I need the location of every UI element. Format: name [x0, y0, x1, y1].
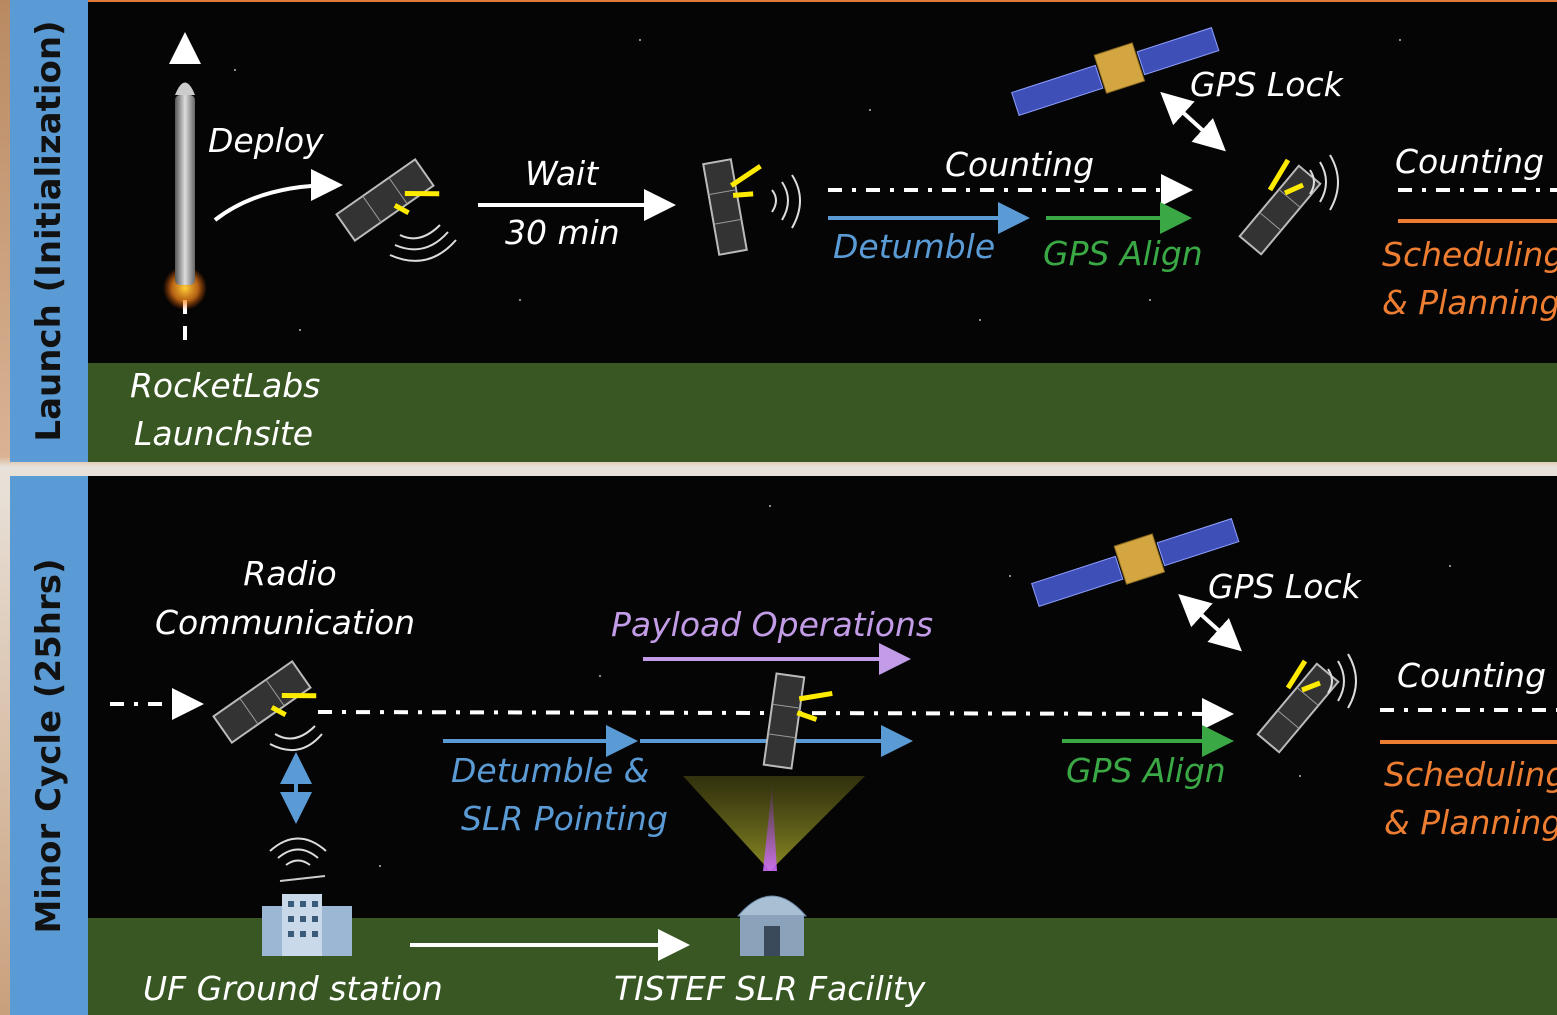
radio-waves-icon: [1309, 154, 1339, 211]
counting-label-right: Counting: [1395, 142, 1545, 181]
detumble-label: Detumble: [833, 227, 996, 266]
radio-label-line2: Communication: [155, 603, 416, 642]
cubesat-icon: [762, 672, 833, 770]
minor-cycle-panel: Minor Cycle (25hrs): [0, 476, 1557, 1015]
launchsite-label-line2: Launchsite: [134, 414, 314, 453]
slr-facility-label: TISTEF SLR Facility: [614, 969, 926, 1008]
gps-satellite-icon: [1011, 27, 1220, 117]
radio-waves-icon: [1327, 653, 1357, 709]
minor-diagram-graphics: [110, 505, 1557, 961]
cubesat-icon: [335, 157, 440, 243]
minor-side-band: Minor Cycle (25hrs): [10, 476, 88, 1015]
counting-label: Counting: [945, 145, 1095, 184]
planning-label: & Planning: [1382, 283, 1557, 322]
radio-waves-icon: [771, 174, 801, 229]
deploy-label: Deploy: [208, 121, 324, 160]
radio-waves-icon: [269, 725, 323, 752]
radio-label-line1: Radio: [243, 554, 337, 593]
gps-lock-label: GPS Lock: [1208, 567, 1361, 606]
cubesat-icon: [702, 158, 762, 256]
detumble-pointing-line2: SLR Pointing: [461, 799, 668, 838]
scheduling-label: Scheduling: [1384, 755, 1557, 794]
ground-station-label: UF Ground station: [143, 969, 443, 1008]
scheduling-label: Scheduling: [1382, 235, 1557, 274]
cubesat-icon: [212, 659, 317, 745]
launch-ground-strip: [88, 363, 1557, 462]
payload-ops-label: Payload Operations: [611, 605, 934, 644]
planning-label: & Planning: [1384, 803, 1557, 842]
detumble-pointing-line1: Detumble &: [451, 751, 650, 790]
radio-waves-icon: [389, 224, 457, 262]
launch-side-band: Launch (Initialization): [10, 0, 88, 462]
cubesat-icon: [1238, 164, 1322, 256]
rocket-icon: [163, 32, 207, 350]
launch-panel: Launch (Initialization): [0, 0, 1557, 462]
observatory-icon: [736, 895, 808, 956]
counting-label-right: Counting: [1397, 656, 1547, 695]
launchsite-label-line1: RocketLabs: [130, 366, 321, 405]
gps-satellite-icon: [1031, 518, 1240, 608]
launch-diagram-graphics: [163, 27, 1557, 350]
wait-time-label: 30 min: [505, 213, 620, 252]
gps-lock-label: GPS Lock: [1190, 65, 1343, 104]
gps-align-label: GPS Align: [1043, 234, 1203, 273]
gps-align-label: GPS Align: [1066, 751, 1226, 790]
cubesat-icon: [1256, 662, 1340, 754]
wait-label: Wait: [525, 154, 599, 193]
ground-station-icon: [262, 837, 352, 956]
